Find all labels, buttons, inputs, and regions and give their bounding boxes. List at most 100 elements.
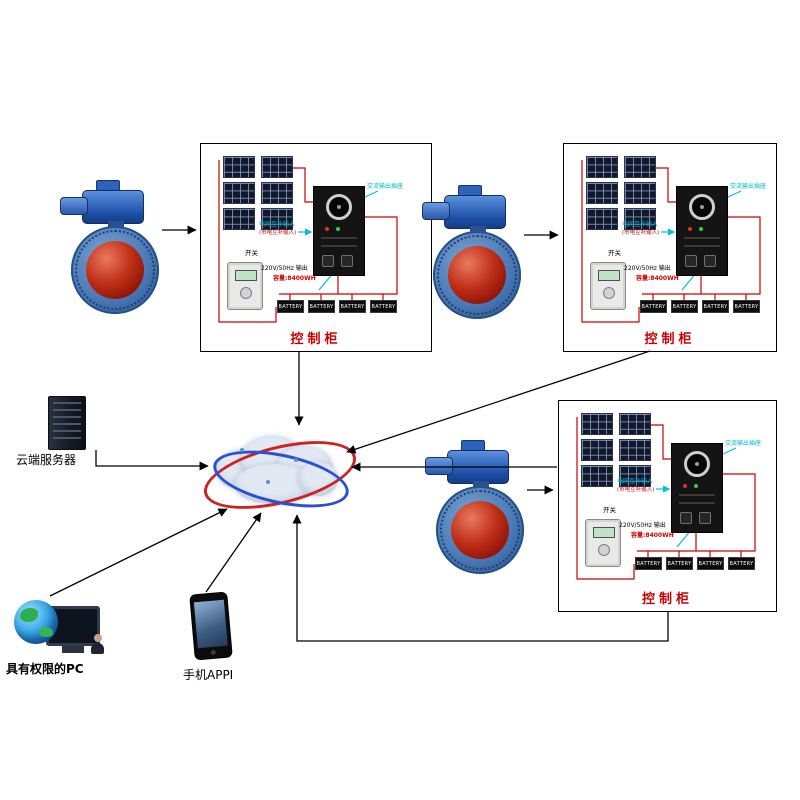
- solar-panel: [586, 208, 618, 230]
- valve-assembly: [58, 178, 178, 318]
- cloud-dot: [240, 448, 244, 452]
- electric-butterfly-valve-2: [420, 183, 540, 323]
- valve-flange: [71, 226, 159, 314]
- ac-outlet-socket: [680, 512, 692, 524]
- solar-panel: [581, 465, 613, 487]
- ac-outlet-label: 交流输出插座: [730, 183, 767, 190]
- cabinet-interior: BATTERY BATTERY BATTERY BATTERY 交流输出插座 电…: [201, 144, 431, 351]
- solar-panel: [261, 208, 293, 230]
- authorized-pc-label: 具有权限的PC: [6, 662, 84, 676]
- globe-icon: [14, 600, 58, 644]
- cabinet-label: 控制柜: [290, 332, 342, 347]
- inverter-unit: [671, 443, 723, 533]
- actuator-motor: [425, 457, 453, 475]
- cloud-network: [197, 427, 363, 523]
- battery-cell: BATTERY: [277, 300, 304, 313]
- grid-input-label: 电网互补输入: [622, 221, 659, 228]
- solar-panel-array: [581, 413, 651, 487]
- actuator-body: [82, 190, 144, 224]
- inverter-unit: [676, 186, 728, 276]
- cabinet-interior: BATTERY BATTERY BATTERY BATTERY 交流输出插座 电…: [559, 401, 776, 611]
- meter-dial: [603, 287, 615, 299]
- inverter-gauge: [684, 451, 710, 477]
- solar-panel: [586, 182, 618, 204]
- grid-input-note: (市电互补输入): [622, 230, 660, 236]
- battery-cell: BATTERY: [728, 557, 755, 570]
- output-label: 220V/50Hz 输出: [261, 265, 308, 272]
- valve-stem: [470, 226, 486, 234]
- ac-outlet-socket: [699, 512, 711, 524]
- valve-assembly: [423, 438, 543, 578]
- output-label: 220V/50Hz 输出: [619, 522, 666, 529]
- solar-panel: [261, 156, 293, 178]
- inverter-gauge: [689, 194, 715, 220]
- valve-disc: [86, 241, 144, 299]
- cloud-server-label: 云端服务器: [16, 453, 77, 467]
- solar-panel: [581, 439, 613, 461]
- mobile-app-label: 手机APPI: [183, 668, 234, 682]
- battery-cell: BATTERY: [308, 300, 335, 313]
- control-cabinet-1: BATTERY BATTERY BATTERY BATTERY 交流输出插座 电…: [200, 143, 432, 352]
- ac-outlet-socket: [685, 255, 697, 267]
- led-indicator-green: [699, 227, 703, 231]
- battery-cell: BATTERY: [671, 300, 698, 313]
- inverter-unit: [313, 186, 365, 276]
- solar-panel: [624, 208, 656, 230]
- ac-outlet-label: 交流输出插座: [367, 183, 404, 190]
- power-meter: [585, 519, 621, 567]
- capacity-note: 容量:8400WH: [636, 275, 679, 282]
- output-label: 220V/50Hz 输出: [624, 265, 671, 272]
- inverter-panel-line: [321, 245, 357, 247]
- led-indicator-red: [325, 227, 329, 231]
- valve-disc: [451, 501, 509, 559]
- actuator-motor: [60, 197, 88, 215]
- led-indicator-green: [694, 484, 698, 488]
- person-head-icon: [94, 634, 102, 642]
- inverter-panel-line: [684, 245, 720, 247]
- capacity-note: 容量:8400WH: [631, 532, 674, 539]
- power-meter: [590, 262, 626, 310]
- grid-input-label: 电网互补输入: [259, 221, 296, 228]
- solar-panel-array: [223, 156, 293, 230]
- battery-cell: BATTERY: [702, 300, 729, 313]
- meter-display: [593, 527, 615, 538]
- electric-butterfly-valve-1: [58, 178, 178, 318]
- battery-cell: BATTERY: [697, 557, 724, 570]
- solar-panel: [624, 182, 656, 204]
- battery-cell: BATTERY: [635, 557, 662, 570]
- inverter-panel-line: [679, 502, 715, 504]
- valve-disc: [448, 246, 506, 304]
- arrow-pc-to-cloud: [49, 508, 228, 597]
- arrow-server-to-cloud: [95, 450, 209, 471]
- battery-cell: BATTERY: [370, 300, 397, 313]
- solar-panel: [261, 182, 293, 204]
- cabinet-wiring: [581, 160, 761, 323]
- grid-input-note: (市电互补输入): [259, 230, 297, 236]
- ac-outlet-socket: [322, 255, 334, 267]
- actuator-body: [444, 195, 506, 229]
- switch-label: 开关: [608, 249, 621, 257]
- inverter-panel-line: [679, 494, 715, 496]
- battery-cell: BATTERY: [733, 300, 760, 313]
- solar-panel: [586, 156, 618, 178]
- solar-panel: [223, 208, 255, 230]
- switch-label: 开关: [245, 249, 258, 257]
- cabinet-interior: BATTERY BATTERY BATTERY BATTERY 交流输出插座 电…: [564, 144, 776, 351]
- power-meter: [227, 262, 263, 310]
- inverter-gauge: [326, 194, 352, 220]
- ac-outlet-label: 交流输出插座: [725, 440, 762, 447]
- valve-flange: [436, 486, 524, 574]
- cloud-puff: [298, 462, 338, 496]
- meter-display: [598, 270, 620, 281]
- capacity-note: 容量:8400WH: [273, 275, 316, 282]
- control-cabinet-3: BATTERY BATTERY BATTERY BATTERY 交流输出插座 电…: [558, 400, 777, 612]
- solar-panel: [619, 465, 651, 487]
- switch-label: 开关: [603, 506, 616, 514]
- ac-outlet-socket: [704, 255, 716, 267]
- control-cabinet-2: BATTERY BATTERY BATTERY BATTERY 交流输出插座 电…: [563, 143, 777, 352]
- solar-panel: [581, 413, 613, 435]
- solar-panel: [619, 413, 651, 435]
- ac-outlet-socket: [341, 255, 353, 267]
- valve-stem: [473, 481, 489, 489]
